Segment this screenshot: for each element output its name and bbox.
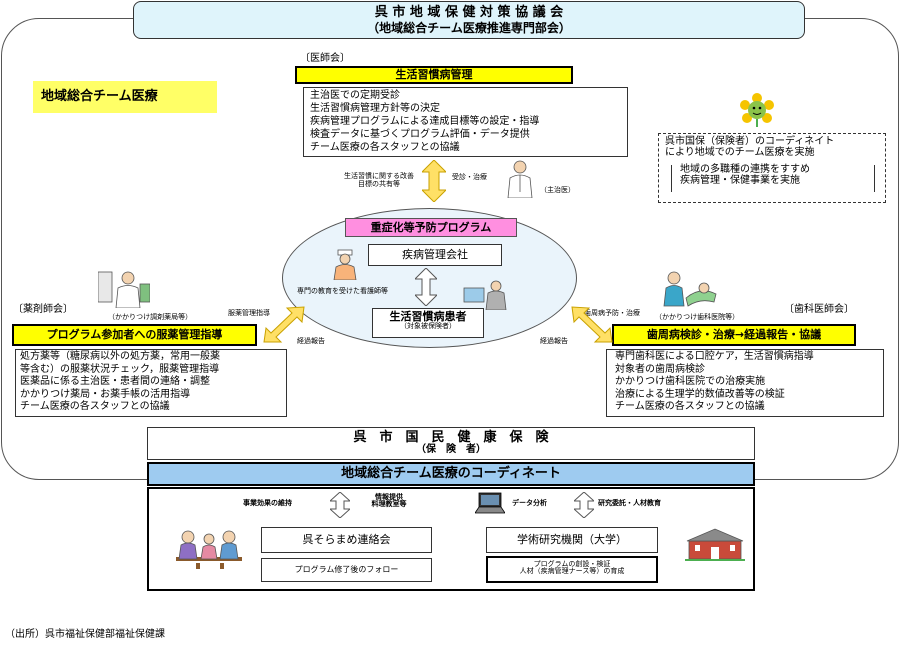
doctor-item: 疾病管理プログラムによる達成目標等の設定・指導	[310, 116, 540, 127]
coordinate-title-text: 地域総合チーム医療のコーディネート	[341, 466, 561, 481]
doctor-person-icon	[504, 158, 536, 199]
header-title: 呉 市 地 域 保 健 対 策 協 議 会	[374, 5, 564, 20]
pharmacy-assoc: 〔薬剤師会〕	[13, 304, 73, 315]
dental-item: チーム医療の各スタッフとの協議	[615, 401, 765, 413]
pharmacist-icon	[97, 268, 151, 309]
doctor-items: 主治医での定期受診 生活習慣病管理方針等の決定 疾病管理プログラムによる達成目標…	[303, 87, 628, 157]
team-label: 地域総合チーム医療	[33, 81, 217, 113]
coordinate-bracket: 地域の多職種の連携をすすめ 疾病管理・保健事業を実施	[671, 164, 875, 192]
data-note: データ分析	[512, 499, 547, 507]
dentist-icon	[660, 268, 718, 308]
insurer-bottom-box	[147, 487, 755, 591]
liaison-sub-text: プログラム修了後のフォロー	[294, 565, 399, 574]
patient-icon	[462, 278, 510, 311]
center-double-arrow	[413, 267, 439, 307]
pharmacy-person-label: （かかりつけ調剤薬局等）	[108, 313, 193, 321]
dental-note-bottom: 経過報告	[540, 337, 568, 345]
academic-sub-1: プログラムの創設・検証	[533, 560, 611, 568]
doctor-assoc: 〔医師会〕	[300, 53, 350, 64]
nurse-icon	[330, 248, 360, 281]
doctor-item: チーム医療の各スタッフとの協議	[310, 142, 460, 153]
dental-items: 専門歯科医による口腔ケア，生活習慣病指導 対象者の歯周病検診 かかりつけ歯科医院…	[606, 349, 884, 417]
liaison-sub-box: プログラム修了後のフォロー	[261, 558, 432, 582]
coordinate-line: 疾病管理・保健事業を実施	[680, 174, 800, 186]
insurer-title: 呉 市 国 民 健 康 保 険	[353, 430, 549, 445]
source-note: （出所）呉市福祉保健部福祉保健課	[5, 629, 165, 640]
pharmacy-item: 医薬品に係る主治医・患者間の連絡・調整	[20, 376, 210, 388]
pharmacy-items: 処方薬等（糖尿病以外の処方薬，常用一般薬 等含む）の服薬状況チェック，服薬管理指…	[15, 349, 287, 417]
laptop-icon	[474, 491, 506, 515]
dental-note-top: 歯周病予防・治療	[584, 309, 640, 317]
doctor-double-arrow	[420, 159, 448, 203]
doctor-title: 生活習慣病管理	[295, 66, 573, 84]
dental-assoc: 〔歯科医師会〕	[784, 304, 854, 315]
center-patient: 生活習慣病患者 （対象被保険者）	[372, 308, 484, 338]
pharmacy-note-bottom: 経過報告	[297, 337, 325, 345]
liaison-text: 呉そらまめ連絡会	[302, 533, 391, 546]
pharmacy-item: 処方薬等（糖尿病以外の処方薬，常用一般薬	[20, 351, 220, 362]
dental-person-label: （かかりつけ歯科医院等）	[655, 313, 740, 321]
center-patient-sub: （対象被保険者）	[400, 321, 456, 330]
doctor-title-text: 生活習慣病管理	[395, 68, 473, 81]
liaison-box: 呉そらまめ連絡会	[261, 527, 432, 553]
team-label-text: 地域総合チーム医療	[41, 89, 158, 104]
doctor-person-label: （主治医）	[540, 186, 575, 194]
insurer-box: 呉 市 国 民 健 康 保 険 （保 険 者）	[147, 427, 755, 460]
doctor-arrow-left-note: 生活習慣に関する改善目標の共有等	[343, 172, 415, 188]
dental-item: かかりつけ歯科医院での治療実施	[615, 376, 766, 388]
dental-title: 歯周病検診・治療→経過報告・協議	[612, 324, 856, 346]
academic-sub-box: プログラムの創設・検証 人材（疾病管理ナース等）の育成	[486, 556, 658, 583]
dental-item: 専門歯科医による口腔ケア，生活習慣病指導	[615, 351, 814, 362]
right-note: 研究委託・人材教育	[598, 499, 661, 507]
sunflower-icon	[737, 93, 777, 129]
coordinate-note: 呉市国保（保険者）のコーディネイト により地域でのチーム医療を実施 地域の多職種…	[658, 133, 886, 203]
pharmacy-item: かかりつけ薬局・お薬手帳の活用指導	[20, 388, 191, 400]
left-note-2: 情報提供 料理教室等	[360, 493, 418, 509]
academic-text: 学術研究機関（大学）	[517, 533, 627, 546]
doctor-arrow-right-note: 受診・治療	[452, 173, 487, 181]
academic-box: 学術研究機関（大学）	[486, 527, 658, 553]
pharmacy-item: 等含む）の服薬状況チェック，服薬管理指導	[20, 363, 220, 375]
pharmacy-title: プログラム参加者への服薬管理指導	[12, 324, 257, 346]
left-note-2a: 情報提供	[375, 493, 403, 501]
pharmacy-title-text: プログラム参加者への服薬管理指導	[46, 328, 223, 341]
pharmacy-note-top: 服薬管理指導	[228, 309, 270, 317]
center-company-text: 疾病管理会社	[402, 248, 468, 261]
pharmacy-double-arrow	[262, 306, 306, 344]
doctor-item: 主治医での定期受診	[310, 90, 400, 101]
coordinate-line: 呉市国保（保険者）のコーディネイト	[665, 136, 835, 147]
dental-item: 対象者の歯周病検診	[615, 363, 705, 375]
pharmacy-item: チーム医療の各スタッフとの協議	[20, 401, 170, 413]
doctor-arrow-left-note-text: 生活習慣に関する改善目標の共有等	[344, 172, 414, 188]
center-program-text: 重症化等予防プログラム	[370, 221, 492, 234]
dental-title-text: 歯周病検診・治療→経過報告・協議	[646, 328, 822, 341]
academic-sub-2: 人材（疾病管理ナース等）の育成	[519, 567, 625, 576]
family-icon	[176, 527, 242, 569]
header-subtitle: （地域総合チーム医療推進専門部会）	[367, 20, 571, 35]
coordinate-line: 地域の多職種の連携をすすめ	[680, 164, 810, 175]
coordinate-title-bar: 地域総合チーム医療のコーディネート	[147, 462, 755, 486]
header-box: 呉 市 地 域 保 健 対 策 協 議 会 （地域総合チーム医療推進専門部会）	[133, 1, 805, 39]
coordinate-line: により地域でのチーム医療を実施	[665, 146, 815, 158]
doctor-item: 生活習慣病管理方針等の決定	[310, 103, 440, 114]
left-double-arrow	[328, 491, 352, 519]
center-patient-text: 生活習慣病患者	[389, 310, 467, 323]
right-double-arrow	[572, 491, 596, 519]
dental-item: 治療による生理学的数値改善等の検証	[615, 388, 785, 400]
center-company: 疾病管理会社	[368, 244, 502, 266]
left-note-1: 事業効果の維持	[243, 499, 292, 507]
doctor-item: 検査データに基づくプログラム評価・データ提供	[310, 129, 530, 140]
nurse-note: 専門の教育を受けた看護師等	[297, 287, 388, 295]
university-icon	[685, 527, 745, 561]
dental-double-arrow	[570, 306, 614, 344]
center-program: 重症化等予防プログラム	[345, 218, 517, 237]
insurer-sub: （保 険 者）	[416, 443, 486, 455]
left-note-2b: 料理教室等	[371, 500, 407, 509]
